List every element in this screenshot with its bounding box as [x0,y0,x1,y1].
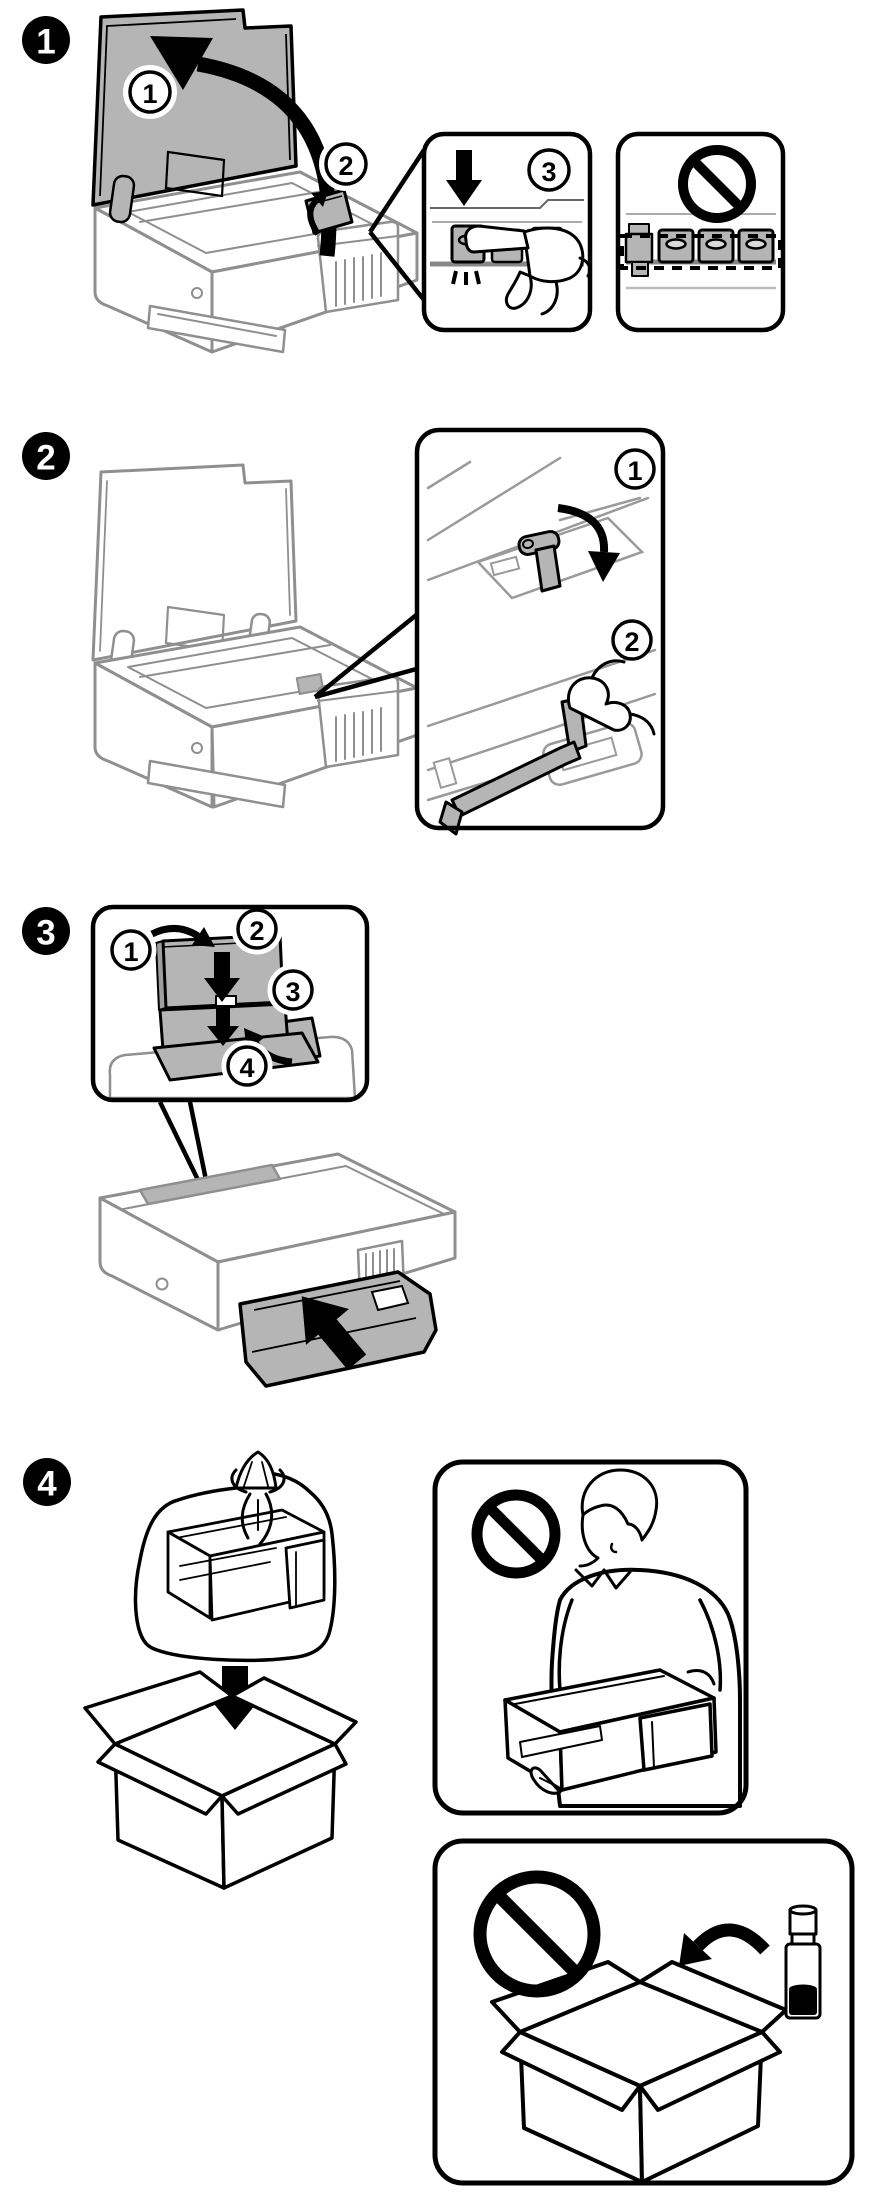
substep-label-raise-guide: 4 [221,1040,273,1092]
svg-text:1: 1 [123,937,138,967]
step-4: 4 [23,1450,855,2186]
substep-label-open-ink-cover: 2 [319,137,373,191]
step-3-badge: 3 [22,907,70,955]
ink-bottle-icon [784,1904,822,2020]
callout-leader [313,610,422,700]
svg-text:2: 2 [249,916,264,946]
svg-text:4: 4 [239,1053,254,1083]
step-1-badge: 1 [22,16,70,64]
pinching-hand-icon [567,659,656,736]
substep-label-turn-lock: 1 [614,448,656,490]
step-1: 1 [22,8,786,354]
transportation-lock-lever [517,530,562,593]
prohibition-icon [473,1870,601,1998]
down-arrow-icon [204,952,240,1002]
substep-label-lower-extension: 3 [267,964,319,1016]
substep-label-lower-support: 2 [231,903,283,955]
step-3-number: 3 [36,914,55,953]
prohibition-icon [678,145,756,223]
callout-lock-and-tape: 1 2 [414,427,666,836]
step-2-number: 2 [36,439,55,478]
rotate-arrow-icon [557,504,620,582]
step-4-badge: 4 [23,1458,71,1506]
svg-text:3: 3 [285,977,300,1007]
warning-do-not-carry [432,1459,749,1816]
printer-cover-open [91,8,298,224]
open-flap-arrow-icon [307,197,321,236]
step-1-number: 1 [36,23,55,62]
svg-text:1: 1 [142,79,157,109]
step-2: 2 [22,427,666,836]
callout-press-cap: 3 [421,131,593,333]
down-arrow-icon [446,150,482,206]
step-2-badge: 2 [22,432,70,480]
ink-tank-cover-flap [304,188,354,236]
substep-label-open-cover: 1 [123,65,177,119]
prohibition-icon [471,1489,561,1579]
step-3: 3 [22,903,457,1388]
callout-do-not-press-caps [615,131,786,333]
printer-in-bag [133,1450,337,1663]
printer-open-illustration [93,170,419,354]
svg-text:2: 2 [624,627,639,657]
down-arrow-icon [207,1008,239,1046]
callout-fold-paper-support: 1 2 3 4 [90,903,370,1103]
person-carrying-printer [503,1468,742,1808]
substep-label-fold-cover: 1 [105,924,157,976]
callout-leader [157,1101,209,1181]
substep-label-press-cap: 3 [527,148,571,192]
open-box [490,1960,788,2184]
step-4-number: 4 [37,1465,57,1504]
printer-inside-bag [166,1508,326,1622]
cover-stopper [108,174,136,224]
person-hair [580,1468,659,1542]
svg-text:2: 2 [338,151,353,181]
svg-text:1: 1 [627,456,642,486]
bag-knot [230,1450,286,1546]
callout-leader [368,148,426,302]
caps-dashed-outline [620,234,782,270]
push-tray-arrow-icon [301,1296,367,1370]
warning-do-not-pack-bottle [432,1838,855,2186]
svg-text:3: 3 [541,157,556,187]
carried-printer [503,1668,718,1792]
into-box-arrow-icon [679,1923,770,1966]
cardboard-box [83,1670,358,1890]
rear-paper-slot [138,1163,282,1206]
fold-arrow-icon [150,925,215,947]
pressing-hand-icon [464,224,592,316]
press-marks [451,270,481,285]
substep-label-tape-head: 2 [611,619,653,661]
printer-open-illustration-2 [91,463,419,809]
